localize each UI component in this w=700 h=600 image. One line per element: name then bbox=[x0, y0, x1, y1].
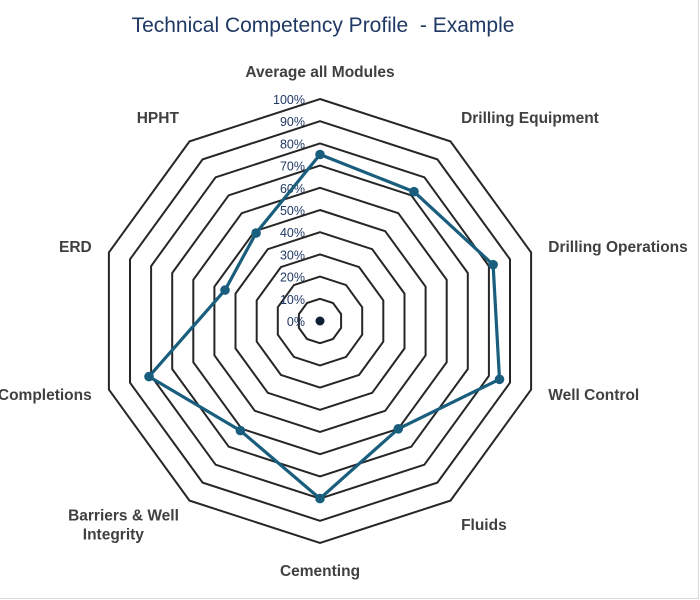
category-label: Completions bbox=[0, 387, 92, 404]
tick-label: 100% bbox=[273, 93, 305, 107]
grid-ring bbox=[107, 97, 533, 545]
category-label: HPHT bbox=[137, 110, 180, 127]
radial-tick-labels: 0%10%20%30%40%50%60%70%80%90%100% bbox=[273, 93, 305, 329]
category-label: Cementing bbox=[280, 563, 360, 580]
data-point bbox=[488, 259, 498, 270]
tick-label: 90% bbox=[280, 115, 305, 129]
grid-ring bbox=[276, 275, 364, 367]
data-point bbox=[393, 424, 404, 434]
tick-label: 30% bbox=[280, 248, 305, 262]
category-label: Fluids bbox=[461, 517, 507, 534]
chart-title: Technical Competency Profile - Example bbox=[131, 14, 515, 37]
data-point bbox=[235, 425, 246, 436]
grid-ring bbox=[171, 164, 469, 478]
grid-ring bbox=[192, 186, 448, 456]
data-point bbox=[315, 149, 325, 160]
category-label: Drilling Equipment bbox=[461, 110, 599, 127]
tick-label: 10% bbox=[280, 293, 305, 307]
data-point bbox=[315, 493, 325, 504]
data-point bbox=[494, 374, 505, 385]
data-point bbox=[220, 285, 230, 295]
category-label: Average all Modules bbox=[245, 64, 394, 81]
data-point bbox=[409, 186, 419, 197]
category-label: Well Control bbox=[548, 387, 639, 404]
grid-ring bbox=[255, 253, 385, 389]
data-point bbox=[251, 228, 261, 238]
tick-label: 20% bbox=[280, 271, 305, 285]
grid-ring bbox=[297, 297, 343, 345]
radar-grid bbox=[107, 97, 533, 545]
tick-label: 40% bbox=[280, 226, 305, 240]
center-point bbox=[315, 316, 325, 326]
grid-ring bbox=[234, 231, 406, 411]
grid-ring bbox=[213, 208, 427, 434]
tick-label: 50% bbox=[280, 204, 305, 218]
tick-label: 0% bbox=[287, 315, 305, 329]
category-label: ERD bbox=[59, 239, 92, 256]
tick-label: 80% bbox=[280, 137, 305, 151]
category-label: Drilling Operations bbox=[548, 239, 688, 256]
data-point bbox=[144, 371, 154, 382]
series-layer bbox=[144, 149, 505, 504]
tick-label: 70% bbox=[280, 160, 305, 174]
grid-ring bbox=[129, 120, 511, 522]
